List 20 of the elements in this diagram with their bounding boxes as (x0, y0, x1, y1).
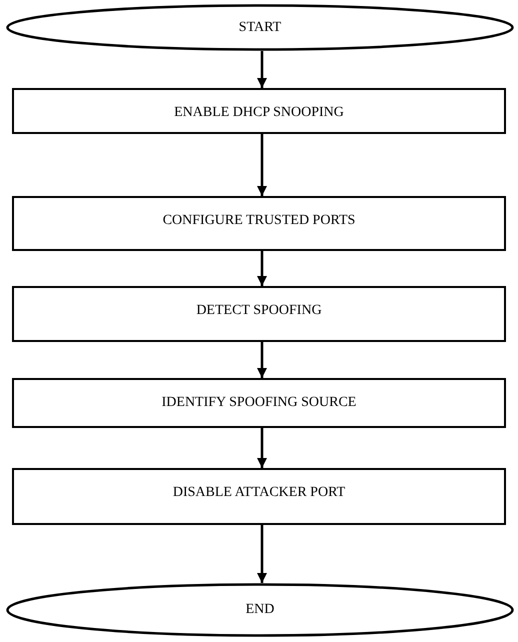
step-label: END (246, 601, 274, 619)
terminal-ellipse (6, 4, 514, 51)
step-label: DISABLE ATTACKER PORT (172, 484, 346, 502)
arrow (257, 51, 267, 88)
process-box (12, 88, 506, 134)
process-box (12, 378, 506, 428)
process-box (12, 286, 506, 342)
step-label: START (238, 18, 282, 36)
process-box (12, 196, 506, 251)
arrow (257, 134, 267, 196)
step-label: ENABLE DHCP SNOOPING (174, 104, 344, 122)
arrow (257, 342, 267, 378)
step-label: IDENTIFY SPOOFING SOURCE (162, 394, 356, 412)
arrow (257, 525, 267, 583)
process-box (12, 468, 506, 525)
step-label: CONFIGURE TRUSTED PORTS (162, 212, 356, 230)
arrow (257, 428, 267, 468)
step-label: DETECT SPOOFING (196, 302, 322, 320)
terminal-ellipse (6, 583, 514, 637)
arrow (257, 251, 267, 286)
